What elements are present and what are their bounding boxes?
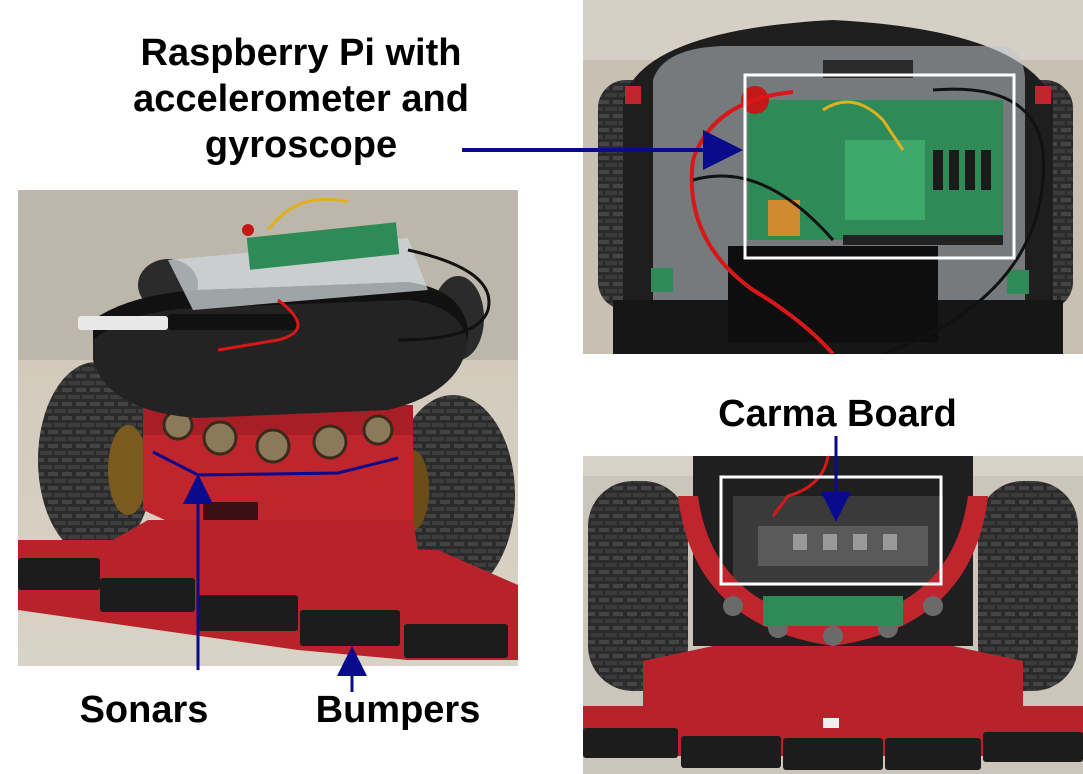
- raspberry-pi-label: Raspberry Pi with accelerometer and gyro…: [96, 30, 506, 168]
- raspberry-pi-topdown-photo: [583, 0, 1083, 354]
- robot-topdown-illustration: [583, 0, 1083, 354]
- raspberry-pi-label-line3: gyroscope: [204, 124, 398, 166]
- robot-carma-illustration: [583, 456, 1083, 774]
- raspberry-pi-label-line2: accelerometer and: [133, 78, 469, 120]
- raspberry-pi-label-line1: Raspberry Pi with: [140, 32, 462, 74]
- carma-board-label: Carma Board: [718, 393, 957, 435]
- sonars-label: Sonars: [79, 689, 209, 731]
- bumpers-label: Bumpers: [315, 689, 481, 731]
- carma-board-photo: [583, 456, 1083, 774]
- robot-perspective-photo: [18, 190, 518, 666]
- robot-perspective-illustration: [18, 190, 518, 666]
